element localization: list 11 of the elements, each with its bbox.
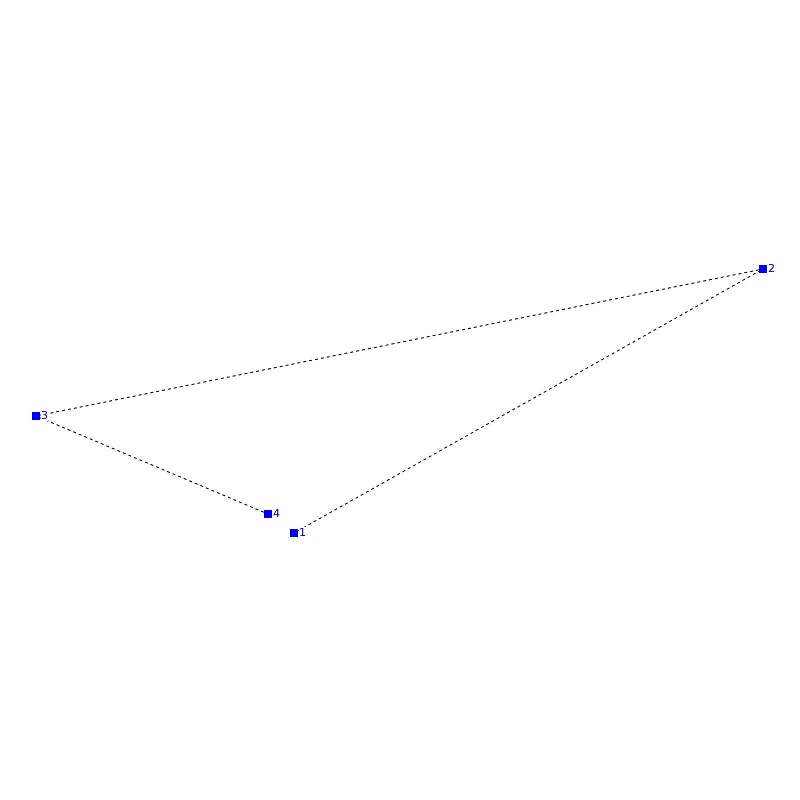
point-number: 2 bbox=[768, 263, 775, 274]
dashed-line bbox=[40, 269, 760, 416]
dashed-line bbox=[40, 417, 264, 513]
point-number: 1 bbox=[299, 527, 306, 538]
point-marker bbox=[264, 510, 272, 518]
point-number: 4 bbox=[273, 508, 280, 519]
point-marker bbox=[290, 529, 298, 537]
point-number: 3 bbox=[41, 410, 48, 421]
dashed-line bbox=[298, 270, 760, 532]
point-marker bbox=[32, 412, 40, 420]
point-marker bbox=[759, 265, 767, 273]
